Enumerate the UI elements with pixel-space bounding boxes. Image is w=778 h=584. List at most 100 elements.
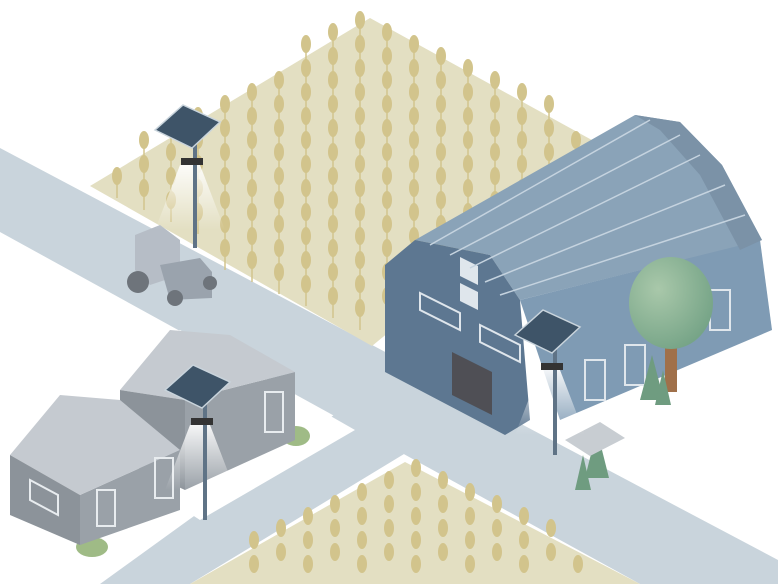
crop-plant — [519, 507, 529, 525]
crop-plant — [382, 143, 392, 161]
crop-plant — [436, 167, 446, 185]
crop-plant — [301, 35, 311, 53]
crop-plant — [301, 131, 311, 149]
crop-plant — [220, 143, 230, 161]
crop-plant — [247, 251, 257, 269]
crop-plant — [382, 47, 392, 65]
crop-plant — [247, 179, 257, 197]
crates — [565, 422, 625, 456]
crop-plant — [328, 23, 338, 41]
crop-plant — [301, 203, 311, 221]
crop-plant — [436, 191, 446, 209]
crop-plant — [355, 59, 365, 77]
crop-plant — [330, 543, 340, 561]
crop-plant — [357, 507, 367, 525]
crop-plant — [409, 107, 419, 125]
crop-plant — [382, 23, 392, 41]
crop-plant — [220, 119, 230, 137]
crop-plant — [355, 179, 365, 197]
crop-plant — [411, 483, 421, 501]
crop-plant — [409, 59, 419, 77]
crop-plant — [490, 71, 500, 89]
crop-plant — [274, 119, 284, 137]
crop-plant — [436, 47, 446, 65]
crops-bottom — [249, 459, 583, 573]
crop-plant — [384, 519, 394, 537]
crop-plant — [490, 119, 500, 137]
crop-plant — [355, 155, 365, 173]
crop-plant — [276, 543, 286, 561]
crop-plant — [411, 507, 421, 525]
crop-plant — [220, 191, 230, 209]
solar-panel-icon — [513, 309, 582, 354]
crop-plant — [571, 131, 581, 149]
crop-plant — [247, 155, 257, 173]
crop-plant — [328, 263, 338, 281]
crop-plant — [328, 287, 338, 305]
crop-plant — [301, 83, 311, 101]
crop-plant — [330, 519, 340, 537]
crop-plant — [382, 71, 392, 89]
crop-plant — [355, 83, 365, 101]
solar-panel-icon — [163, 364, 232, 409]
road-cross — [100, 378, 460, 584]
crop-plant — [274, 143, 284, 161]
crop-plant — [436, 119, 446, 137]
crop-plant — [355, 107, 365, 125]
crop-plant — [301, 251, 311, 269]
crop-plant — [328, 95, 338, 113]
crop-plant — [139, 131, 149, 149]
crop-plant — [463, 131, 473, 149]
crop-plant — [303, 555, 313, 573]
crop-plant — [301, 59, 311, 77]
crop-plant — [382, 167, 392, 185]
tractor-icon — [127, 225, 217, 306]
crop-plant — [247, 131, 257, 149]
crop-plant — [355, 131, 365, 149]
crop-plant — [357, 531, 367, 549]
crop-plant — [463, 83, 473, 101]
crop-plant — [112, 167, 122, 185]
crop-plant — [220, 95, 230, 113]
crop-plant — [517, 131, 527, 149]
crop-plant — [301, 107, 311, 125]
street-lamp-icon — [513, 309, 585, 455]
solar-panel-icon — [153, 104, 222, 149]
crop-plant — [355, 35, 365, 53]
crop-plant — [247, 83, 257, 101]
crop-plant — [328, 239, 338, 257]
crop-plant — [357, 483, 367, 501]
crop-plant — [409, 35, 419, 53]
crop-plant — [249, 531, 259, 549]
crop-plant — [382, 191, 392, 209]
crop-plant — [139, 155, 149, 173]
crop-plant — [409, 131, 419, 149]
crop-plant — [328, 191, 338, 209]
crop-plant — [411, 555, 421, 573]
crop-plant — [276, 519, 286, 537]
crop-plant — [328, 167, 338, 185]
crop-plant — [436, 71, 446, 89]
crop-plant — [166, 167, 176, 185]
crop-plant — [249, 555, 259, 573]
crop-plant — [355, 11, 365, 29]
crop-plant — [355, 227, 365, 245]
crop-plant — [355, 203, 365, 221]
crop-plant — [517, 83, 527, 101]
crop-plant — [490, 167, 500, 185]
crop-plant — [220, 167, 230, 185]
crop-plant — [438, 471, 448, 489]
crop-plant — [465, 531, 475, 549]
crop-plant — [409, 179, 419, 197]
crop-plant — [355, 251, 365, 269]
crop-field-top — [90, 18, 610, 346]
crop-plant — [409, 203, 419, 221]
crop-plant — [274, 71, 284, 89]
crop-plant — [517, 107, 527, 125]
crop-plant — [544, 95, 554, 113]
crop-plant — [573, 555, 583, 573]
crop-plant — [382, 215, 392, 233]
crop-plant — [465, 507, 475, 525]
crop-plant — [382, 239, 392, 257]
